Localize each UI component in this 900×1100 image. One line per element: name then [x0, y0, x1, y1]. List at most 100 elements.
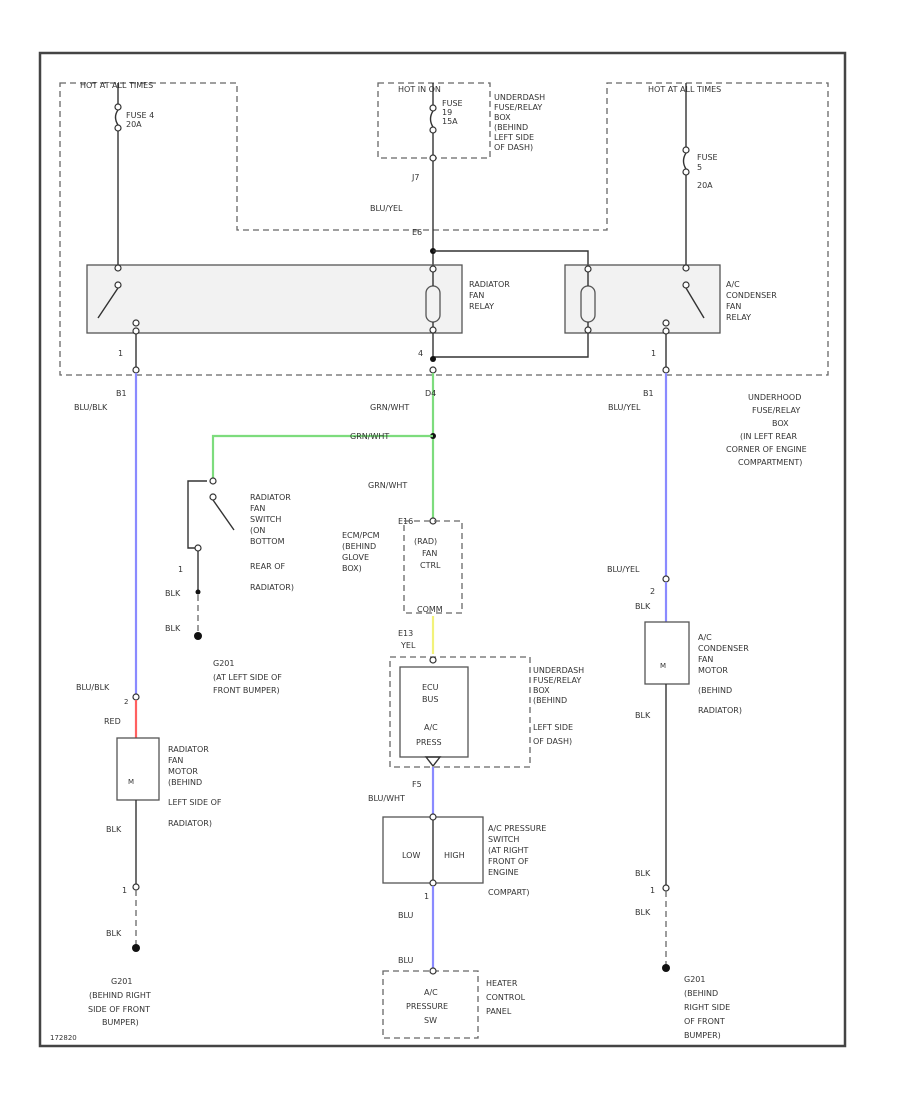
fuse-right-terminal-bottom: [682, 168, 690, 176]
g201-1b: (AT LEFT SIDE OF: [213, 673, 282, 682]
ac-sw-6: COMPART): [488, 888, 530, 897]
ac-condenser-fan-relay-body: [564, 264, 721, 334]
conn-pin-2-left: 2: [124, 698, 128, 706]
fuse-left-label-2: 20A: [126, 120, 142, 129]
hood-box-6: COMPARTMENT): [738, 458, 802, 467]
hot-at-all-times-left: HOT AT ALL TIMES: [80, 81, 153, 90]
g201-3e: BUMPER): [684, 1031, 721, 1040]
rad-motor-label-3: MOTOR: [168, 767, 198, 776]
ac-sw-4: FRONT OF: [488, 857, 529, 866]
pin-1-right: 1: [651, 349, 656, 358]
underdash-box-label-4: (BEHIND: [494, 123, 528, 132]
rad-relay-switch-out: [132, 319, 140, 327]
ecm-box-4: COMM: [417, 605, 443, 614]
ac-sw-5: ENGINE: [488, 868, 519, 877]
term-mid-below-relay: [429, 366, 437, 374]
rad-relay-switch-top: [114, 264, 122, 272]
rad-motor-symbol: M: [128, 778, 134, 786]
wire-blk-r3: BLK: [635, 908, 651, 917]
conn-radmotor-top: [132, 693, 140, 701]
rad-sw-terminal-top: [209, 477, 217, 485]
pin-4-mid: 4: [418, 349, 423, 358]
ecu-bus-2: BUS: [422, 695, 438, 704]
wire-blk-r1: BLK: [635, 711, 651, 720]
ac-relay-coil-top: [584, 265, 592, 273]
fuse-mid-label-2: 19: [442, 108, 452, 117]
ud2-4: (BEHIND: [533, 696, 567, 705]
ac-motor-2: CONDENSER: [698, 644, 749, 653]
fuse-mid-element: [429, 110, 434, 128]
ac-motor-3: FAN: [698, 655, 713, 664]
ud2-2: FUSE/RELAY: [533, 676, 581, 685]
ac-relay-label-4: RELAY: [726, 313, 751, 322]
rad-sw-contact: [212, 499, 235, 531]
heater-3: PANEL: [486, 1007, 512, 1016]
ac-psw-3: SW: [424, 1016, 437, 1025]
underdash-box-label-1: UNDERDASH: [494, 93, 545, 102]
heater-2: CONTROL: [486, 993, 526, 1002]
ground-g201-left: [132, 944, 140, 952]
wire-grnwht-label-3: GRN/WHT: [368, 481, 407, 490]
ac-press-1: A/C: [424, 723, 438, 732]
hood-box-4: (IN LEFT REAR: [740, 432, 797, 441]
ac-motor-conn-term: [662, 575, 670, 583]
ecm-box-1: (RAD): [414, 537, 437, 546]
ground-g201-sw: [194, 632, 202, 640]
rad-relay-contact: [97, 287, 119, 319]
rad-motor-label-6: RADIATOR): [168, 819, 212, 828]
conn-j7: J7: [411, 173, 419, 182]
ac-condenser-fan-motor-box: [644, 621, 690, 685]
figure-id: 172820: [50, 1034, 77, 1042]
wire-bluyel-r2: BLU/YEL: [607, 565, 640, 574]
ud2-3: BOX: [533, 686, 550, 695]
ac-relay-coil-bottom: [584, 326, 592, 334]
underdash-box-label-2: FUSE/RELAY: [494, 103, 542, 112]
rad-relay-label-3: RELAY: [469, 302, 494, 311]
g201-1a: G201: [213, 659, 234, 668]
rad-relay-switch-pivot: [114, 281, 122, 289]
pin-r1: 1: [650, 886, 655, 895]
ecu-bus-diode: [424, 756, 442, 768]
ecm-label-4: BOX): [342, 564, 362, 573]
conn-e6: E6: [412, 228, 422, 237]
ac-motor-4: MOTOR: [698, 666, 728, 675]
ac-motor-ground-term: [662, 884, 670, 892]
g201-2c: SIDE OF FRONT: [88, 1005, 150, 1014]
fuse-mid-terminal-bottom: [429, 126, 437, 134]
fuse-left-label-1: FUSE 4: [126, 111, 154, 120]
diagram-frame: [38, 51, 847, 1048]
wire-blk-r2: BLK: [635, 869, 651, 878]
g201-3b: (BEHIND: [684, 989, 718, 998]
underhood-box-outline: [59, 82, 829, 376]
conn-d4: D4: [425, 389, 436, 398]
ac-relay-switch-out-2: [662, 327, 670, 335]
ecm-label-3: GLOVE: [342, 553, 369, 562]
ac-motor-6: RADIATOR): [698, 706, 742, 715]
fuse-right-label-2: 5: [697, 163, 702, 172]
rad-motor-label-4: (BEHIND: [168, 778, 202, 787]
ud2-6: OF DASH): [533, 737, 572, 746]
rad-sw-label-1: RADIATOR: [250, 493, 291, 502]
wire-bluwht-label: BLU/WHT: [368, 794, 405, 803]
radiator-fan-relay-body: [86, 264, 463, 334]
underdash-fuse-box-outline: [377, 82, 491, 159]
rad-motor-label-5: LEFT SIDE OF: [168, 798, 222, 807]
ac-sw-2: SWITCH: [488, 835, 519, 844]
ecu-bus-terminal: [429, 656, 437, 664]
ecm-label-2: (BEHIND: [342, 542, 376, 551]
ac-sw-low: LOW: [402, 851, 420, 860]
rad-sw-label-3: SWITCH: [250, 515, 281, 524]
hood-box-3: BOX: [772, 419, 789, 428]
hot-at-all-times-right: HOT AT ALL TIMES: [648, 85, 721, 94]
rad-sw-label-4: (ON: [250, 526, 265, 535]
ac-relay-label-3: FAN: [726, 302, 741, 311]
rad-sw-label-2: FAN: [250, 504, 265, 513]
underdash-box-label-3: BOX: [494, 113, 511, 122]
wire-blu-1: BLU: [398, 911, 414, 920]
ac-relay-switch-top: [682, 264, 690, 272]
wire-grnwht-branch: [211, 434, 433, 478]
rad-relay-switch-out-2: [132, 327, 140, 335]
pin-r2: 2: [650, 587, 655, 596]
ac-motor-5: (BEHIND: [698, 686, 732, 695]
